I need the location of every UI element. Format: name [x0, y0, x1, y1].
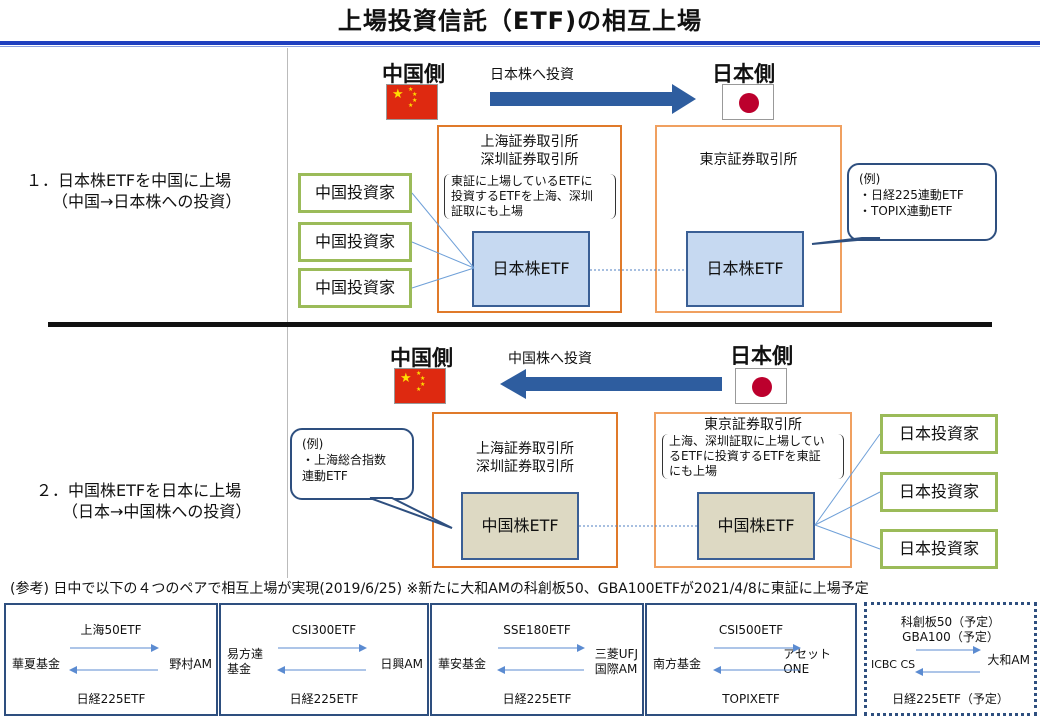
section1-arrow-label: 日本株へ投資 [490, 67, 574, 83]
pair3-bottom-label: 日経225ETF [502, 692, 572, 706]
section2-investor-1: 日本投資家 [880, 414, 998, 454]
pair5-right-label: 大和AM [987, 653, 1030, 667]
pair-box-3: SSE180ETF 華安基金 三菱UFJ 国際AM 日経225ETF [430, 603, 644, 716]
section1-example-callout: (例) ・日経225連動ETF ・TOPIX連動ETF [847, 163, 997, 241]
section1-china-exchange-line2: 深圳証券取引所 [480, 152, 579, 168]
section2-callout-line3: 連動ETF [302, 469, 348, 483]
section-divider-horizontal [48, 322, 992, 327]
section1-note-line2: 投資するETFを上海、深圳 [451, 189, 593, 203]
section1-invest-arrow [490, 84, 696, 114]
section1-callout-line1: (例) [859, 172, 881, 186]
section2-china-side-title: 中国側 [390, 346, 453, 370]
section2-label: ２．中国株ETFを日本に上場 （日本→中国株への投資） [36, 480, 251, 522]
section2-callout-line1: (例) [302, 437, 324, 451]
pair-box-1: 上海50ETF 華夏基金 野村AM 日経225ETF [4, 603, 218, 716]
section2-china-exchange-line1: 上海証券取引所 [476, 441, 574, 457]
pair1-top-label: 上海50ETF [80, 623, 142, 637]
pair3-left-label: 華安基金 [438, 657, 486, 672]
pair-box-2: CSI300ETF 易方達 基金 日興AM 日経225ETF [219, 603, 429, 716]
section2-investor-2: 日本投資家 [880, 472, 998, 512]
page-title: 上場投資信託（ETF)の相互上場 [337, 7, 703, 35]
pair-box-5-planned: 科創板50（予定） GBA100（予定） ICBC CS 大和AM 日経225E… [864, 602, 1037, 716]
pair3-top-label: SSE180ETF [503, 623, 571, 637]
pair5-top-label: 科創板50（予定） GBA100（予定） [867, 615, 1034, 645]
pair4-right-line1: アセット [783, 647, 831, 661]
reference-title: (参考) 日中で以下の４つのペアで相互上場が実現(2019/6/25) ※新たに… [10, 581, 869, 597]
pair4-right-label: アセット ONE [783, 647, 831, 677]
pair5-top-line1: 科創板50（予定） [900, 615, 1001, 629]
section1-japan-etf: 日本株ETF [686, 231, 804, 307]
section2-example-callout: (例) ・上海総合指数 連動ETF [290, 428, 414, 500]
pair2-left-label: 易方達 基金 [227, 647, 263, 677]
pair4-left-line1: 南方基金 [653, 657, 702, 671]
section2-label-line2: （日本→中国株への投資） [62, 502, 252, 521]
pair5-left-label: ICBC CS [871, 658, 916, 671]
pair3-left-line1: 華安基金 [438, 657, 487, 671]
pair1-bottom-label: 日経225ETF [76, 692, 146, 706]
section1-japan-exchange-name: 東京証券取引所 [699, 152, 798, 168]
section2-invest-arrow [500, 369, 722, 399]
pair1-right-line1: 野村AM [169, 657, 212, 671]
section1-note-line3: 証取にも上場 [451, 204, 524, 218]
section1-label: １．日本株ETFを中国に上場 （中国→日本株への投資） [26, 170, 241, 212]
china-flag-icon: ★ ★ ★ ★ ★ [386, 84, 438, 120]
section2-japan-exchange-name: 東京証券取引所 [704, 417, 802, 433]
pair1-left-line1: 華夏基金 [12, 657, 61, 671]
pair2-right-label: 日興AM [380, 657, 423, 672]
section1-note-line1: 東証に上場しているETFに [451, 174, 593, 188]
section1-china-side-title: 中国側 [382, 62, 445, 86]
japan-flag-icon [735, 368, 787, 404]
section2-arrow-label: 中国株へ投資 [508, 351, 592, 367]
section2-china-etf: 中国株ETF [461, 492, 579, 560]
section1-callout-line2: ・日経225連動ETF [859, 188, 964, 202]
pair2-bottom-label: 日経225ETF [289, 692, 359, 706]
section1-listing-note: 東証に上場しているETFに 投資するETFを上海、深圳 証取にも上場 [444, 174, 616, 219]
title-rule [0, 41, 1040, 45]
pair3-right-line1: 三菱UFJ [594, 647, 638, 661]
pair-box-4: CSI500ETF 南方基金 アセット ONE TOPIXETF [645, 603, 857, 716]
section2-listing-note: 上海、深圳証取に上場してい るETFに投資するETFを東証 にも上場 [662, 434, 844, 479]
section1-china-etf: 日本株ETF [472, 231, 590, 307]
japan-flag-icon [722, 84, 774, 120]
pair1-right-label: 野村AM [169, 657, 212, 672]
section2-japan-side-title: 日本側 [730, 344, 793, 368]
section2-note-line1: 上海、深圳証取に上場してい [669, 434, 825, 448]
pair3-right-line2: 国際AM [594, 662, 638, 676]
section-divider-vertical [287, 48, 288, 578]
section2-note-line3: にも上場 [669, 464, 718, 478]
section2-note-line2: るETFに投資するETFを東証 [669, 449, 821, 463]
section2-investor-3: 日本投資家 [880, 529, 998, 569]
pair2-left-line2: 基金 [227, 662, 252, 676]
section2-callout-line2: ・上海総合指数 [302, 453, 387, 467]
pair2-top-label: CSI300ETF [291, 623, 357, 637]
section1-label-line1: １．日本株ETFを中国に上場 [26, 171, 232, 190]
section1-investor-1: 中国投資家 [298, 173, 412, 213]
section2-japan-etf: 中国株ETF [697, 492, 815, 560]
pair2-right-line1: 日興AM [380, 657, 423, 671]
pair1-left-label: 華夏基金 [12, 657, 60, 672]
pair2-left-line1: 易方達 [227, 647, 264, 661]
section1-investor-3: 中国投資家 [298, 268, 412, 308]
pair5-top-line2: GBA100（予定） [902, 630, 999, 644]
pair4-bottom-label: TOPIXETF [722, 692, 780, 706]
title-rule-thin [0, 46, 1040, 47]
pair5-bottom-label: 日経225ETF（予定） [892, 692, 1009, 706]
section2-label-line1: ２．中国株ETFを日本に上場 [36, 481, 242, 500]
section1-china-exchange-line1: 上海証券取引所 [480, 134, 579, 150]
section1-japan-side-title: 日本側 [712, 62, 775, 86]
section1-label-line2: （中国→日本株への投資） [52, 192, 242, 211]
china-flag-icon: ★ ★ ★ ★ ★ [394, 368, 446, 404]
section2-china-exchange-line2: 深圳証券取引所 [476, 459, 574, 475]
pair4-top-label: CSI500ETF [718, 623, 784, 637]
pair3-right-label: 三菱UFJ 国際AM [595, 647, 638, 677]
section1-callout-line3: ・TOPIX連動ETF [859, 204, 953, 218]
pair4-right-line2: ONE [783, 662, 810, 676]
pair4-left-label: 南方基金 [653, 657, 701, 672]
section1-investor-2: 中国投資家 [298, 222, 412, 262]
